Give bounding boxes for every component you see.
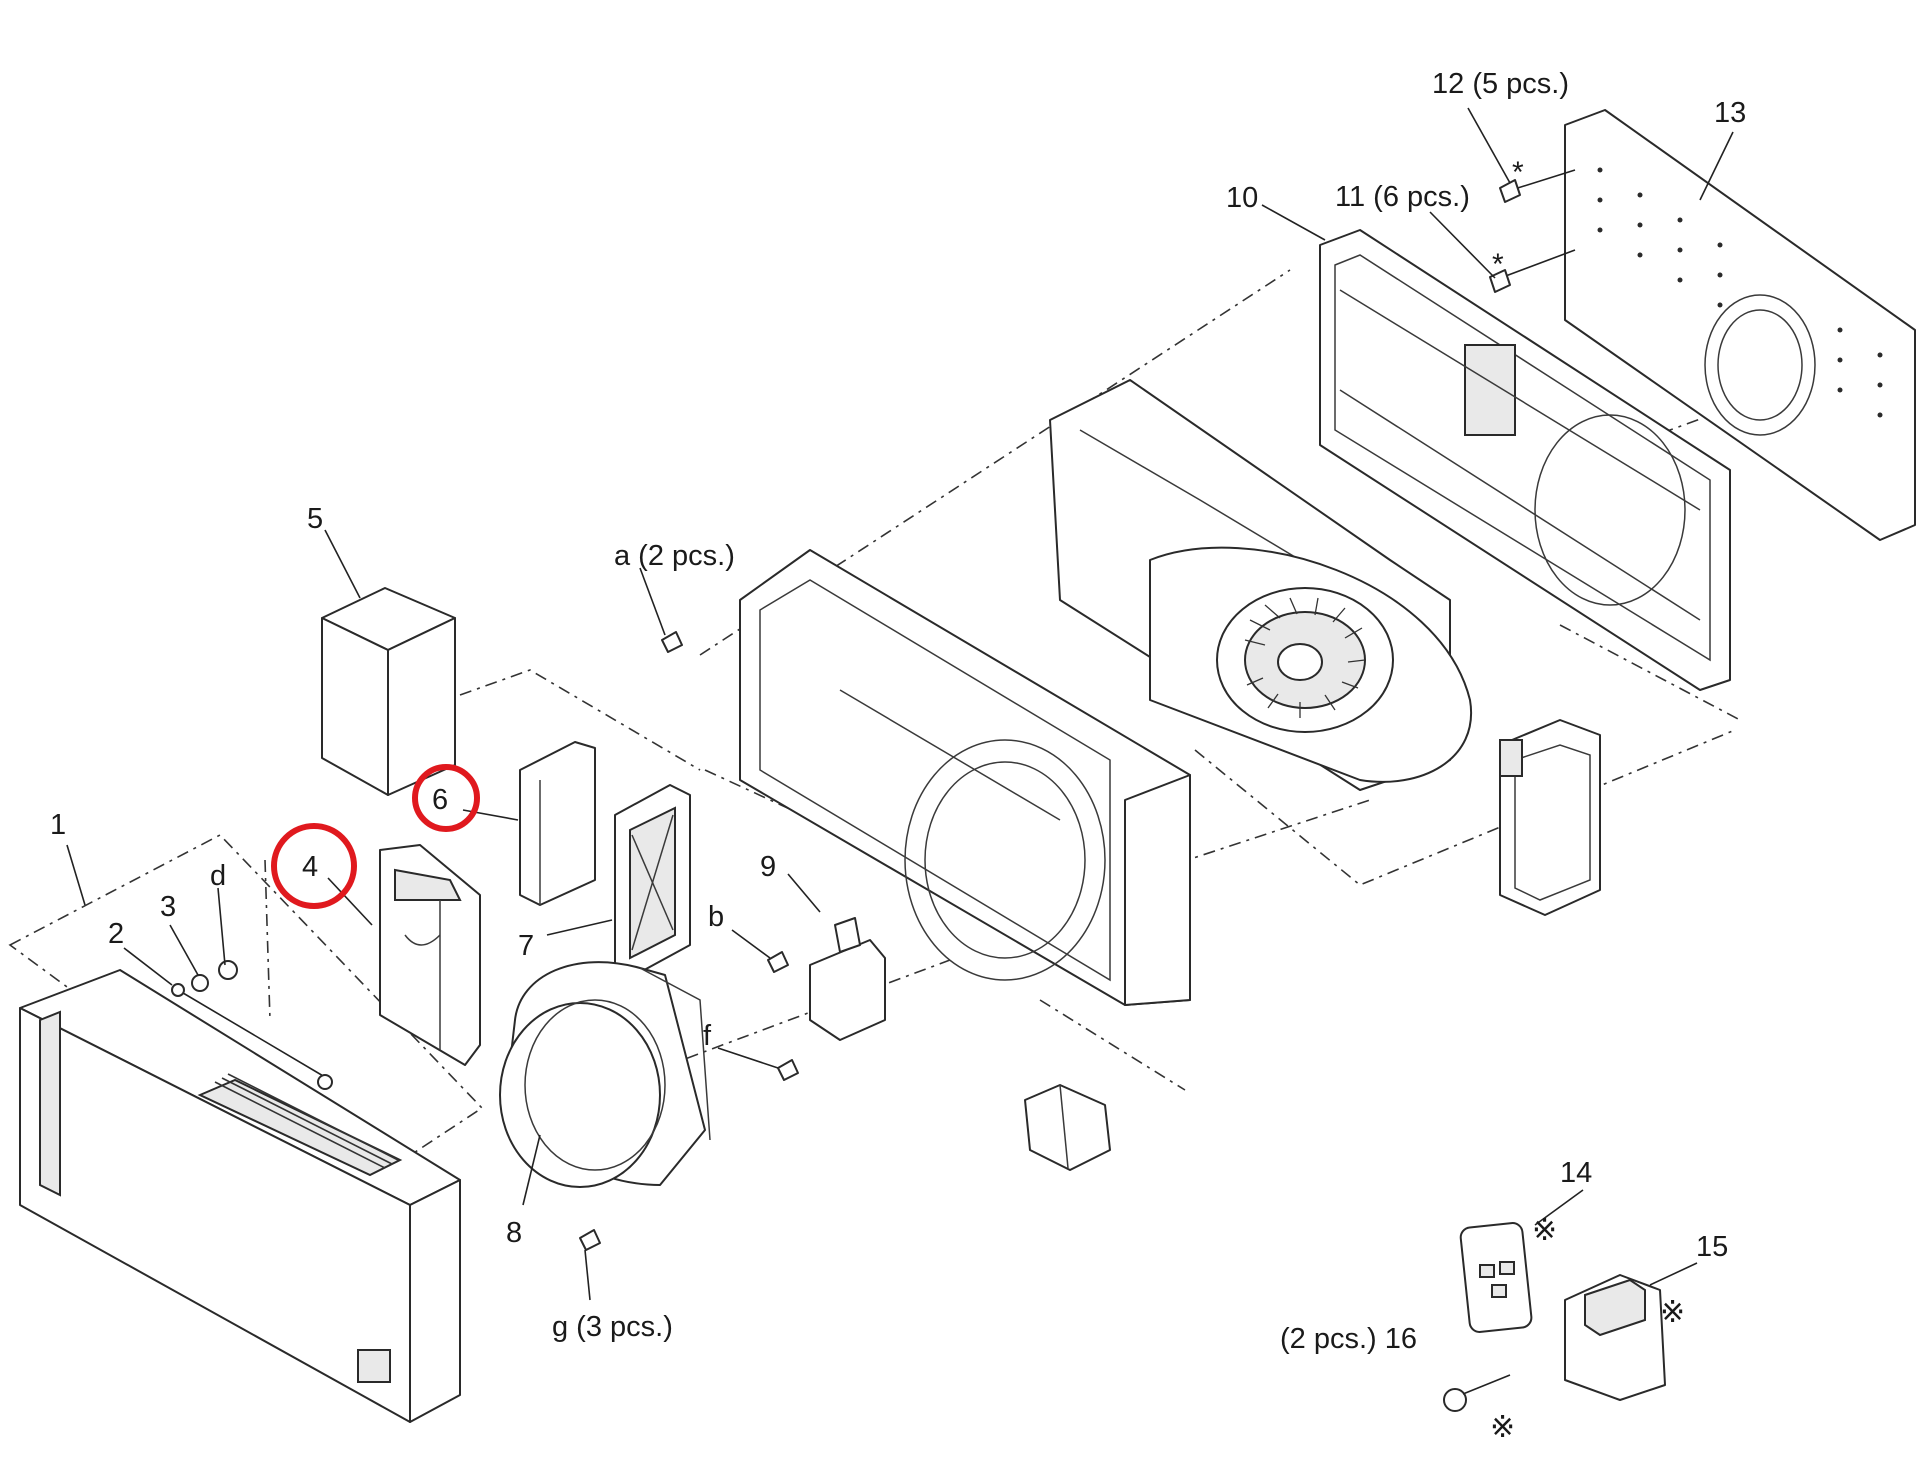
- mounting-screw: [1443, 1374, 1511, 1412]
- box-part: [321, 587, 456, 796]
- filter-pad: [519, 741, 596, 906]
- label-part-g: g (3 pcs.): [552, 1311, 673, 1343]
- reference-mark-15: ※: [1660, 1296, 1685, 1329]
- back-plate: [1564, 109, 1916, 541]
- label-part-d: d: [210, 860, 226, 892]
- rear-casing: [1319, 229, 1731, 691]
- part-labels: 1 2 3 d 4 5 6 7 8 g (3 pcs.) 9 a (2 pcs.…: [50, 68, 1746, 1355]
- remote-control: [1459, 1222, 1533, 1333]
- filter-frame: [379, 844, 481, 1066]
- screws-a-b-f-g: [579, 631, 799, 1251]
- reference-mark-16: ※: [1490, 1411, 1515, 1444]
- main-chassis: [739, 549, 1191, 1006]
- label-part-14: 14: [1560, 1157, 1592, 1189]
- label-part-f: f: [703, 1020, 712, 1052]
- switch-box: [1024, 1084, 1111, 1171]
- label-part-5: 5: [307, 503, 323, 535]
- remote-holder: [1564, 1274, 1666, 1401]
- label-part-7: 7: [518, 930, 534, 962]
- cable-fasteners: [171, 960, 333, 1090]
- label-part-11: 11 (6 pcs.): [1335, 181, 1470, 213]
- label-part-4: 4: [302, 851, 318, 883]
- screws-11-12: [1489, 169, 1576, 293]
- grille-frame: [614, 784, 691, 976]
- reference-mark-14: ※: [1532, 1214, 1557, 1247]
- asterisk-mark-11: *: [1492, 248, 1504, 281]
- label-part-b: b: [708, 901, 724, 933]
- label-part-a: a (2 pcs.): [614, 540, 735, 572]
- label-part-3: 3: [160, 891, 176, 923]
- bracket: [809, 917, 886, 1041]
- blower-housing: [1049, 379, 1473, 791]
- label-part-6: 6: [432, 784, 448, 816]
- label-part-8: 8: [506, 1217, 522, 1249]
- highlight-circle-part-6: [412, 764, 480, 832]
- control-unit: [1499, 719, 1601, 916]
- label-part-15: 15: [1696, 1231, 1728, 1263]
- note-marks: * * ※ ※ ※: [1490, 156, 1685, 1444]
- front-panel: [19, 969, 461, 1423]
- asterisk-mark-12: *: [1512, 156, 1524, 189]
- fan-cover: [499, 961, 711, 1188]
- label-part-13: 13: [1714, 97, 1746, 129]
- label-part-10: 10: [1226, 182, 1258, 214]
- label-part-2: 2: [108, 918, 124, 950]
- label-part-9: 9: [760, 851, 776, 883]
- leader-lines: [66, 107, 1734, 1301]
- label-part-1: 1: [50, 809, 66, 841]
- highlight-circle-part-4: [271, 823, 357, 909]
- label-part-16: (2 pcs.) 16: [1280, 1323, 1417, 1355]
- label-part-12: 12 (5 pcs.): [1432, 68, 1569, 100]
